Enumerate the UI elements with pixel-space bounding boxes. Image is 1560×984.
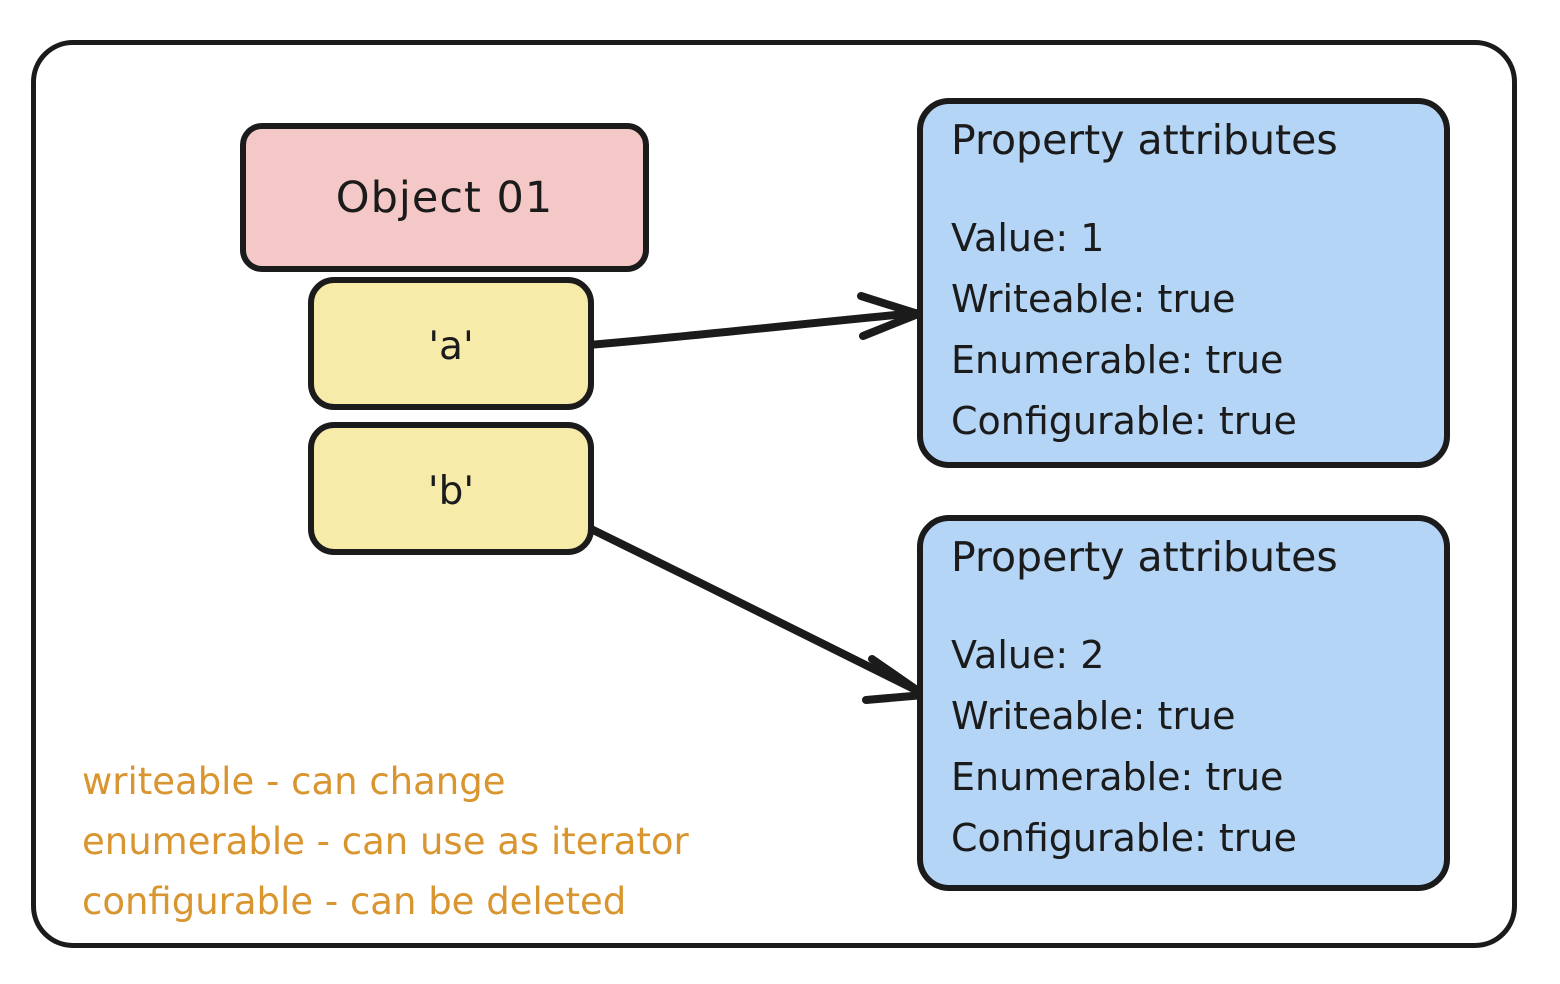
attribute-writeable: Writeable: true bbox=[951, 694, 1236, 738]
key-node-a[interactable]: 'a' bbox=[308, 277, 594, 410]
diagram-outer-frame bbox=[31, 40, 1517, 948]
key-node-a-label: 'a' bbox=[428, 324, 474, 369]
property-attributes-lines-1: Value: 1 Writeable: true Enumerable: tru… bbox=[951, 208, 1444, 452]
property-attributes-box-1[interactable]: Property attributes Value: 1 Writeable: … bbox=[917, 98, 1450, 468]
key-node-b-label: 'b' bbox=[427, 469, 475, 514]
attribute-writeable: Writeable: true bbox=[951, 277, 1236, 321]
attribute-configurable: Configurable: true bbox=[951, 816, 1297, 860]
object-node[interactable]: Object 01 bbox=[240, 123, 649, 272]
legend-line-writeable: writeable - can change bbox=[82, 760, 506, 803]
attribute-value: Value: 2 bbox=[951, 633, 1105, 677]
property-attributes-box-2[interactable]: Property attributes Value: 2 Writeable: … bbox=[917, 515, 1450, 891]
object-node-label: Object 01 bbox=[335, 172, 554, 223]
attribute-value: Value: 1 bbox=[951, 216, 1105, 260]
property-attributes-title-1: Property attributes bbox=[951, 116, 1338, 164]
legend-line-enumerable: enumerable - can use as iterator bbox=[82, 820, 689, 863]
legend: writeable - can change enumerable - can … bbox=[82, 752, 689, 932]
property-attributes-lines-2: Value: 2 Writeable: true Enumerable: tru… bbox=[951, 625, 1444, 869]
key-node-b[interactable]: 'b' bbox=[308, 422, 594, 555]
attribute-enumerable: Enumerable: true bbox=[951, 338, 1284, 382]
property-attributes-title-2: Property attributes bbox=[951, 533, 1338, 581]
legend-line-configurable: configurable - can be deleted bbox=[82, 880, 627, 923]
attribute-enumerable: Enumerable: true bbox=[951, 755, 1284, 799]
attribute-configurable: Configurable: true bbox=[951, 399, 1297, 443]
